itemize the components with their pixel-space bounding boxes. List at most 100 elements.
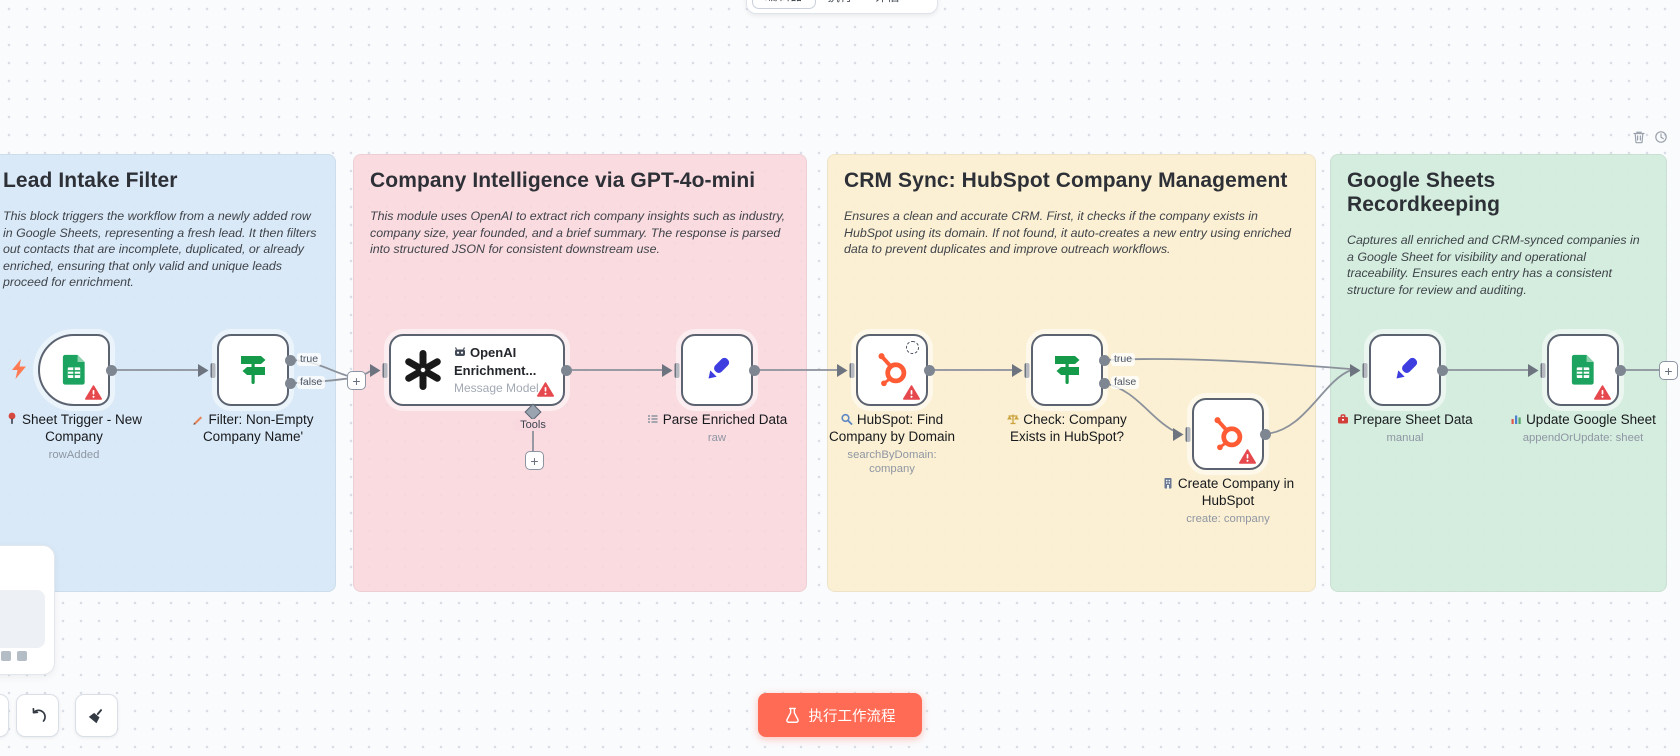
node-prepare-sheet-data[interactable] [1369, 334, 1441, 406]
canvas-button-partial[interactable] [0, 694, 9, 737]
warning-icon [85, 385, 102, 400]
port-label-true: true [1111, 353, 1136, 366]
node-check-exists[interactable] [1031, 334, 1103, 406]
google-sheets-icon [1571, 354, 1594, 385]
sticky-title: Company Intelligence via GPT-4o-mini [370, 169, 756, 192]
output-port[interactable] [1436, 364, 1448, 376]
node-hubspot-create[interactable] [1192, 398, 1264, 470]
rows-mini-icon [647, 413, 659, 429]
output-port[interactable] [1614, 364, 1626, 376]
warning-icon [1594, 385, 1611, 400]
broom-icon [88, 709, 103, 724]
node-label-hubspot-find: HubSpot: Find Company by Domain searchBy… [825, 412, 960, 477]
pin-icon [6, 412, 18, 429]
node-update-google-sheet[interactable] [1547, 334, 1619, 406]
trash-icon[interactable] [1632, 130, 1646, 144]
node-subtitle: manual [1386, 432, 1424, 445]
scale-icon [1007, 413, 1020, 429]
output-port[interactable] [923, 364, 935, 376]
add-node-plus-button[interactable]: + [347, 371, 366, 390]
node-subtitle-openai: Message Model [454, 380, 539, 395]
toolbox-icon [1337, 413, 1349, 429]
flask-icon [785, 707, 799, 723]
output-port[interactable] [1259, 428, 1271, 440]
google-sheets-icon [62, 354, 85, 385]
execute-workflow-button[interactable]: 执行工作流程 [758, 693, 922, 737]
warning-icon [903, 385, 920, 400]
port-label-false: false [297, 376, 326, 389]
pencil-icon [1396, 357, 1418, 379]
sticky-title: CRM Sync: HubSpot Company Management [844, 169, 1288, 192]
preview-inner-panel [0, 590, 45, 661]
hubspot-icon [1214, 417, 1243, 451]
preview-square [17, 651, 27, 661]
pencil-icon [708, 357, 730, 379]
connection[interactable] [1103, 358, 1351, 370]
node-label-filter: Filter: Non-Empty Company Name' [183, 412, 323, 446]
signpost-icon [241, 356, 266, 384]
output-port[interactable] [748, 364, 760, 376]
node-subtitle: rowAdded [48, 448, 100, 461]
connection[interactable] [289, 359, 353, 378]
bar-chart-icon [1510, 413, 1522, 429]
tidy-up-button[interactable] [75, 694, 118, 737]
output-port[interactable] [560, 364, 572, 376]
building-icon [1162, 477, 1174, 493]
node-subtitle: searchByDomain: company [847, 448, 937, 475]
preview-card[interactable] [0, 545, 55, 675]
execute-workflow-label: 执行工作流程 [808, 708, 896, 725]
openai-logo-icon [405, 350, 441, 390]
node-subtitle: create: company [1186, 512, 1270, 525]
history-clock-icon[interactable] [1654, 130, 1668, 144]
tab-editor[interactable]: 编辑器 [752, 0, 816, 9]
retry-loop-icon [906, 341, 919, 354]
node-parse-enriched-data[interactable] [681, 334, 753, 406]
output-port-true[interactable] [284, 354, 296, 366]
add-node-plus-button[interactable]: + [1659, 361, 1678, 380]
warning-icon [1239, 449, 1256, 464]
sticky-title: Lead Intake Filter [3, 169, 178, 192]
undo-icon [32, 707, 46, 722]
editor-tabbar: 编辑器 执行 评估 [746, 0, 938, 14]
port-label-false: false [1111, 376, 1140, 389]
hubspot-icon [878, 353, 907, 387]
sticky-note-company-intelligence[interactable]: Company Intelligence via GPT-4o-mini Thi… [353, 154, 807, 592]
node-label-prepare: Prepare Sheet Data manual [1325, 412, 1485, 446]
tab-executions[interactable]: 执行 [818, 0, 863, 9]
port-label-true: true [297, 353, 322, 366]
node-label-hubspot-create: Create Company in HubSpot create: compan… [1153, 476, 1303, 527]
preview-square [1, 651, 11, 661]
sticky-description: Ensures a clean and accurate CRM. First,… [844, 209, 1292, 257]
node-label-check-exists: Check: Company Exists in HubSpot? [997, 412, 1137, 446]
node-sheet-trigger[interactable] [38, 334, 110, 406]
output-port-false[interactable] [284, 377, 296, 389]
sticky-title: Google Sheets Recordkeeping [1347, 169, 1501, 216]
output-port-false[interactable] [1098, 377, 1110, 389]
node-filter[interactable] [217, 334, 289, 406]
node-label-parse: Parse Enriched Data raw [637, 412, 797, 446]
sticky-description: This block triggers the workflow from a … [3, 209, 317, 290]
connection[interactable] [1264, 369, 1351, 435]
output-port-true[interactable] [1098, 354, 1110, 366]
tools-port-label: Tools [514, 419, 552, 431]
node-openai[interactable]: OpenAI Enrichment... Message Model [389, 334, 565, 406]
node-label-sheet-trigger: Sheet Trigger - New Company rowAdded [0, 412, 149, 463]
input-ports [198, 363, 1546, 442]
output-port[interactable] [105, 364, 117, 376]
node-subtitle: appendOrUpdate: sheet [1522, 432, 1644, 445]
undo-button[interactable] [16, 694, 59, 737]
signpost-icon [1055, 356, 1080, 384]
tab-evaluations[interactable]: 评估 [865, 0, 910, 9]
sticky-description: This module uses OpenAI to extract rich … [370, 209, 786, 257]
node-hubspot-find[interactable] [856, 334, 928, 406]
trigger-lightning-icon [12, 359, 26, 379]
add-tool-plus-button[interactable]: + [525, 451, 544, 470]
pencil-mini-icon [192, 413, 204, 429]
warning-icon [537, 382, 554, 397]
sticky-description: Captures all enriched and CRM-synced com… [1347, 233, 1640, 297]
node-label-update-sheet: Update Google Sheet appendOrUpdate: shee… [1498, 412, 1668, 446]
robot-icon [454, 346, 466, 362]
magnifier-icon [841, 413, 853, 429]
